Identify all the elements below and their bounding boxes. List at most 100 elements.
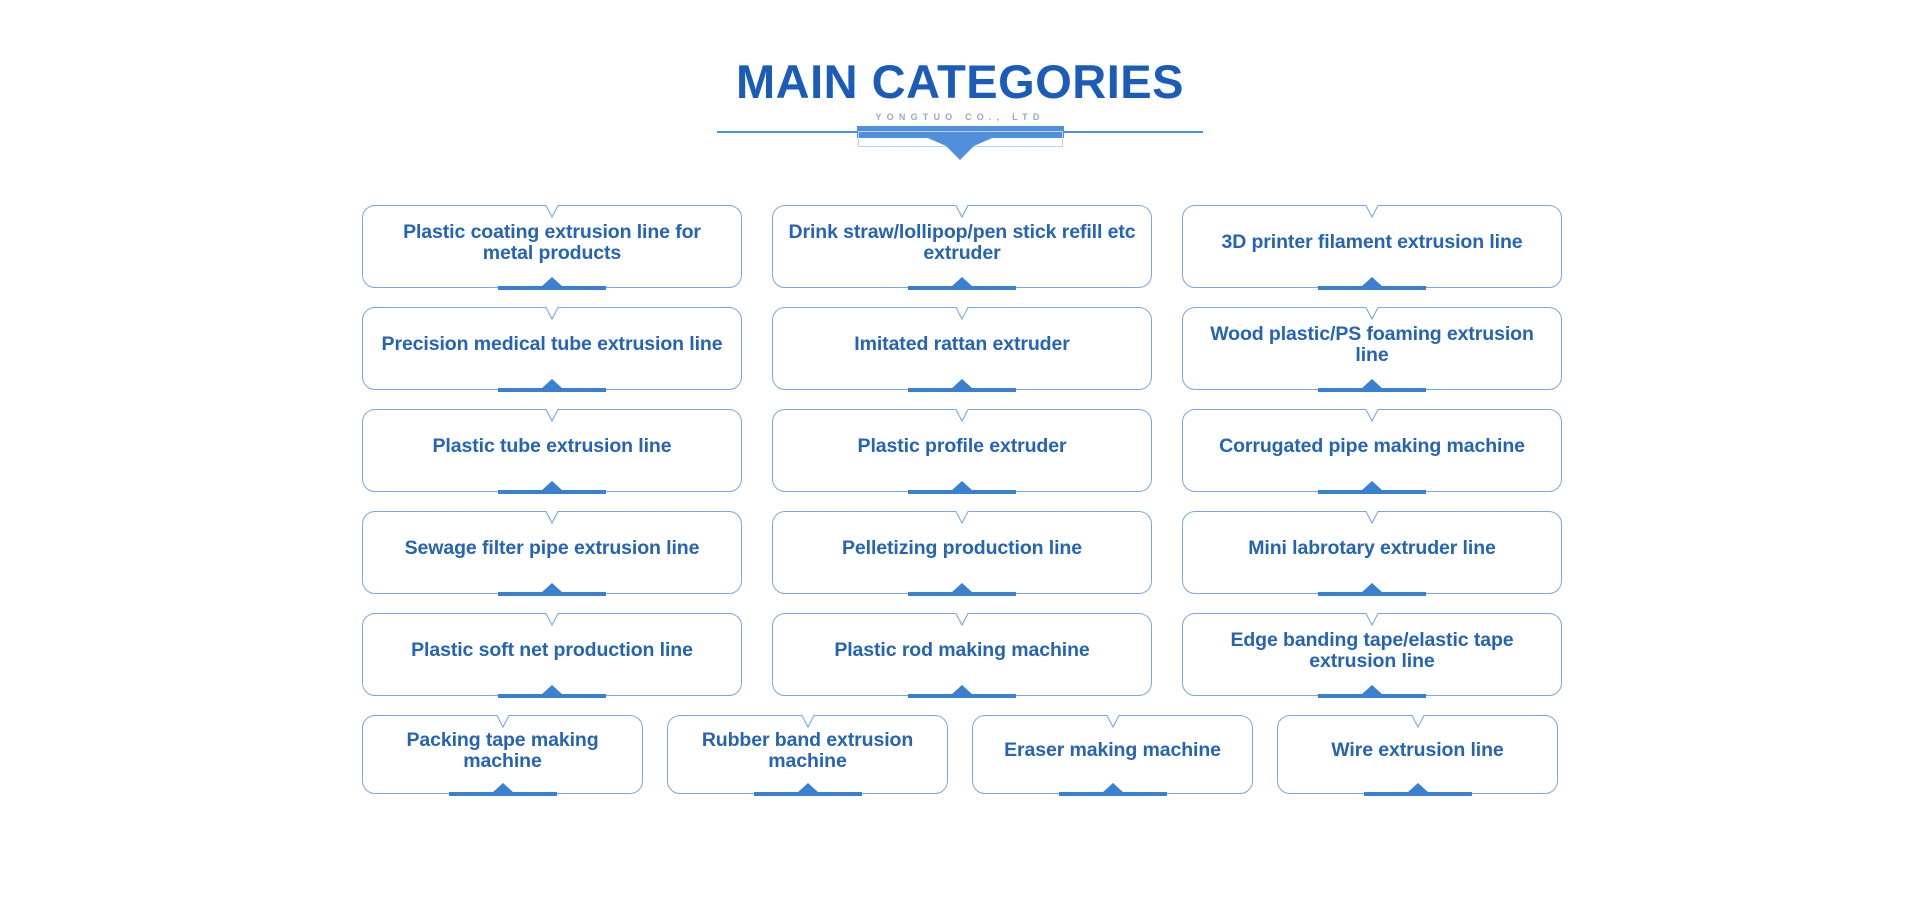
category-card-label: Edge banding tape/elastic tape extrusion… [1230,629,1514,672]
card-accent-line-icon [1318,490,1426,494]
card-accent-arrow-icon [1363,783,1472,796]
card-accent-triangle-icon [541,481,563,491]
category-card[interactable]: Eraser making machine [972,714,1253,796]
category-card[interactable]: Wood plastic/PS foaming extrusion line [1182,306,1562,392]
card-accent-arrow-icon [1318,685,1426,698]
card-accent-line-icon [1318,388,1426,392]
card-accent-triangle-icon [1361,379,1383,389]
card-accent-arrow-icon [498,277,606,290]
card-notch-icon [1394,714,1441,730]
category-card[interactable]: Plastic soft net production line [362,612,742,698]
category-card[interactable]: Imitated rattan extruder [772,306,1152,392]
divider-triangle-small-icon [944,144,976,160]
card-accent-arrow-icon [908,685,1016,698]
card-accent-line-icon [498,388,606,392]
category-card-label: Rubber band extrusion machine [701,729,914,772]
page-header: MAIN CATEGORIES YONGTUO CO., LTD [0,58,1920,122]
category-card[interactable]: Plastic tube extrusion line [362,408,742,494]
category-card-label: Eraser making machine [1004,739,1221,762]
category-card-label: Plastic soft net production line [411,639,693,662]
category-grid: Plastic coating extrusion line for metal… [362,204,1562,813]
category-card-label: 3D printer filament extrusion line [1221,231,1523,254]
card-accent-triangle-icon [541,583,563,593]
card-notch-icon [784,714,831,730]
category-card-label: Sewage filter pipe extrusion line [404,537,700,560]
card-notch-icon [939,408,985,424]
category-card-label: Plastic tube extrusion line [432,435,672,458]
card-accent-triangle-icon [1406,783,1429,793]
card-notch-icon [529,510,575,526]
category-card-label: Corrugated pipe making machine [1219,435,1525,458]
card-accent-line-icon [498,490,606,494]
card-accent-arrow-icon [1058,783,1167,796]
card-accent-triangle-icon [491,783,514,793]
card-notch-icon [529,204,575,220]
card-notch-icon [1089,714,1136,730]
category-card[interactable]: Edge banding tape/elastic tape extrusion… [1182,612,1562,698]
card-accent-arrow-icon [1318,277,1426,290]
card-notch-icon [1349,408,1395,424]
category-card[interactable]: Wire extrusion line [1277,714,1558,796]
card-accent-arrow-icon [908,277,1016,290]
category-card[interactable]: Plastic rod making machine [772,612,1152,698]
page-title: MAIN CATEGORIES [736,55,1184,108]
category-row: Sewage filter pipe extrusion line Pelleti… [362,510,1562,596]
category-card[interactable]: Precision medical tube extrusion line [362,306,742,392]
category-card-label: Pelletizing production line [842,537,1082,560]
card-accent-line-icon [908,490,1016,494]
card-accent-triangle-icon [796,783,819,793]
category-card-label: Wood plastic/PS foaming extrusion line [1210,323,1534,366]
card-notch-icon [1349,510,1395,526]
category-card-label: Plastic profile extruder [857,435,1067,458]
category-card[interactable]: Sewage filter pipe extrusion line [362,510,742,596]
category-card[interactable]: Plastic profile extruder [772,408,1152,494]
card-accent-triangle-icon [1361,277,1383,287]
card-accent-triangle-icon [1101,783,1124,793]
company-subtitle: YONGTUO CO., LTD [875,112,1045,122]
card-accent-triangle-icon [1361,583,1383,593]
card-accent-line-icon [498,286,606,290]
category-card[interactable]: Drink straw/lollipop/pen stick refill et… [772,204,1152,290]
card-accent-line-icon [908,286,1016,290]
category-card-label: Wire extrusion line [1331,739,1504,762]
card-accent-triangle-icon [541,379,563,389]
card-accent-triangle-icon [1361,481,1383,491]
card-accent-line-icon [498,592,606,596]
card-notch-icon [529,408,575,424]
card-accent-arrow-icon [498,379,606,392]
divider-triangle-icon [914,132,1006,152]
card-accent-arrow-icon [498,481,606,494]
card-notch-icon [479,714,526,730]
card-accent-triangle-icon [1361,685,1383,695]
decorative-divider [717,122,1203,162]
card-accent-line-icon [448,792,557,796]
card-accent-arrow-icon [908,583,1016,596]
card-accent-triangle-icon [951,685,973,695]
card-accent-line-icon [908,694,1016,698]
category-card[interactable]: Rubber band extrusion machine [667,714,948,796]
category-card-label: Plastic coating extrusion line for metal… [403,221,701,264]
card-accent-line-icon [1058,792,1167,796]
card-accent-triangle-icon [951,277,973,287]
card-accent-line-icon [1363,792,1472,796]
category-card[interactable]: 3D printer filament extrusion line [1182,204,1562,290]
card-accent-line-icon [1318,694,1426,698]
card-accent-triangle-icon [951,583,973,593]
card-accent-arrow-icon [908,379,1016,392]
category-row: Plastic tube extrusion line Plastic profi… [362,408,1562,494]
category-card[interactable]: Corrugated pipe making machine [1182,408,1562,494]
category-card[interactable]: Plastic coating extrusion line for metal… [362,204,742,290]
category-card[interactable]: Mini labrotary extruder line [1182,510,1562,596]
card-notch-icon [1349,306,1395,322]
category-card[interactable]: Pelletizing production line [772,510,1152,596]
category-card-label: Mini labrotary extruder line [1248,537,1496,560]
category-row: Plastic soft net production line Plastic … [362,612,1562,698]
card-notch-icon [939,306,985,322]
card-notch-icon [1349,204,1395,220]
card-notch-icon [529,306,575,322]
card-notch-icon [939,510,985,526]
card-notch-icon [939,204,985,220]
category-card[interactable]: Packing tape making machine [362,714,643,796]
card-accent-line-icon [1318,592,1426,596]
